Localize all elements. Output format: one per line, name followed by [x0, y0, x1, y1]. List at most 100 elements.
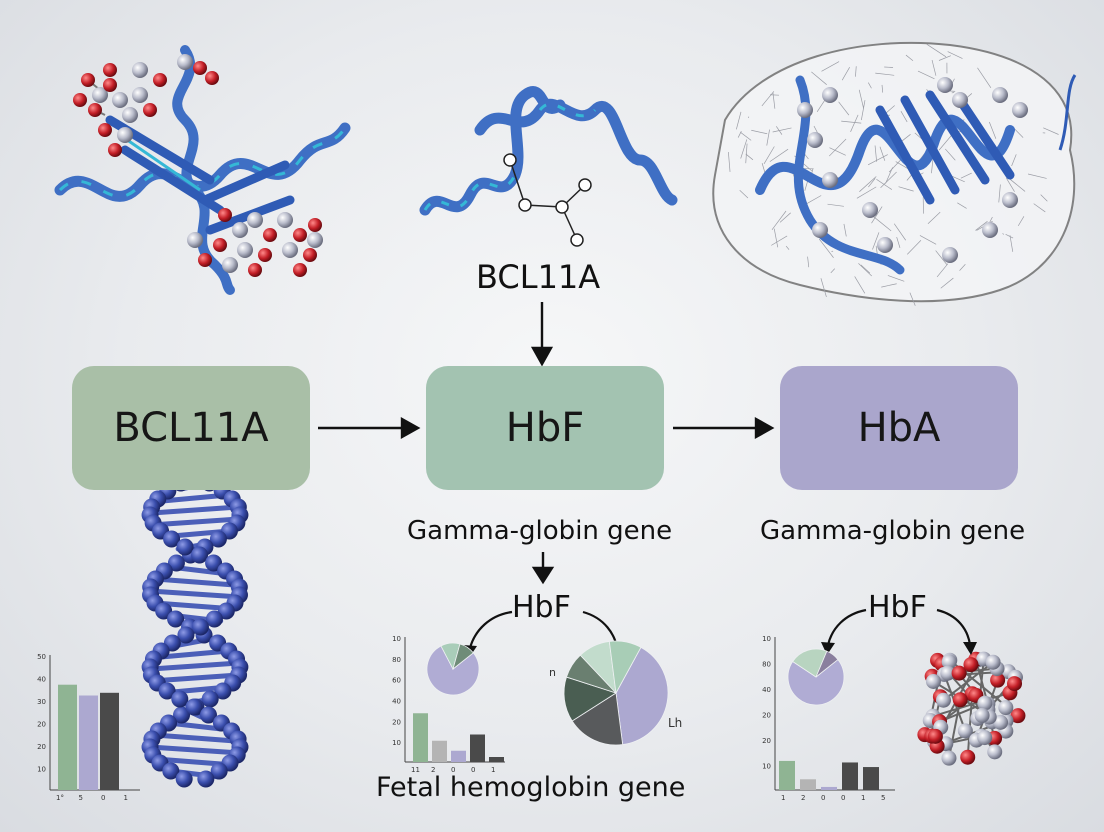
carbon-atom	[1002, 192, 1018, 208]
mesh-line	[739, 190, 749, 199]
mesh-line	[960, 172, 972, 179]
hbf-box: HbF	[426, 366, 664, 490]
bar	[432, 740, 447, 762]
oxygen-atom	[1007, 676, 1023, 692]
oxygen-atom	[218, 208, 232, 222]
pie-slice	[787, 659, 845, 706]
mesh-line	[919, 235, 937, 245]
x-tick-label: 1	[491, 766, 495, 774]
mesh-line	[909, 292, 916, 306]
pie-slice	[792, 648, 828, 678]
curved-arrow-right-left	[826, 608, 867, 646]
mesh-line	[843, 223, 847, 237]
mesh-line	[807, 256, 810, 268]
pie-chart-right-small	[787, 648, 845, 706]
dna-backbone-bead	[205, 554, 223, 572]
mesh-line	[959, 264, 966, 271]
mesh-line	[885, 167, 893, 184]
carbon-atom	[112, 92, 128, 108]
x-tick-label: 2	[801, 794, 805, 802]
dna-backbone-bead	[158, 682, 176, 700]
dna-base-pair	[147, 744, 243, 756]
carbon-atom	[957, 723, 973, 739]
y-tick-label: 40	[37, 676, 46, 684]
carbon-atom	[1012, 102, 1028, 118]
mesh-line	[867, 82, 872, 89]
y-tick-label: 10	[37, 766, 46, 774]
y-tick-label: 40	[762, 686, 771, 694]
carbon-atom	[282, 242, 298, 258]
mesh-line	[872, 215, 892, 232]
bar	[451, 750, 466, 762]
y-tick-label: 10	[762, 635, 771, 643]
mesh-line	[906, 239, 922, 255]
mesh-line	[867, 154, 888, 166]
curved-arrow-right-right	[936, 608, 972, 646]
mesh-line	[1005, 234, 1014, 239]
y-tick-label: 20	[762, 737, 771, 745]
carbon-atom	[992, 87, 1008, 103]
carbon-atom	[247, 212, 263, 228]
mesh-line	[858, 89, 864, 109]
dna-base-pair	[148, 660, 242, 672]
carbon-atom	[807, 132, 823, 148]
x-tick-label: 0	[821, 794, 825, 802]
carbon-atom	[937, 77, 953, 93]
carbon-atom	[941, 750, 957, 766]
mesh-line	[728, 152, 731, 172]
carbon-atom	[237, 242, 253, 258]
mesh-line	[898, 186, 914, 192]
mesh-line	[940, 277, 954, 289]
dna-backbone-bead	[162, 762, 180, 780]
carbon-atom	[862, 202, 878, 218]
mesh-line	[880, 171, 897, 189]
pie-slice	[615, 646, 669, 746]
oxygen-atom	[213, 238, 227, 252]
mesh-line	[820, 278, 827, 298]
oxygen-atom	[198, 253, 212, 267]
carbon-atom	[122, 107, 138, 123]
mesh-line	[1027, 173, 1047, 179]
mesh-line	[938, 55, 951, 61]
carbon-atom	[942, 247, 958, 263]
arrowhead-gene-to-hbf	[531, 566, 555, 585]
right-gene-label: Gamma-globin gene	[760, 516, 1026, 546]
dna-backbone-bead	[167, 554, 185, 572]
pie-slice	[815, 650, 839, 678]
dna-backbone-bead	[167, 610, 185, 628]
mesh-line	[811, 71, 827, 85]
mesh-line	[831, 250, 834, 253]
x-tick-label: 0	[471, 766, 475, 774]
dna-backbone-bead	[175, 770, 193, 788]
hba-box: HbA	[780, 366, 1018, 490]
mesh-line	[1017, 216, 1025, 227]
oxygen-atom	[143, 103, 157, 117]
mesh-line	[893, 223, 906, 241]
mesh-line	[977, 67, 992, 88]
dna-backbone-bead	[201, 690, 219, 708]
mesh-line	[772, 127, 792, 133]
mesh-line	[1043, 127, 1059, 135]
carbon-atom	[974, 707, 990, 723]
carbon-atom	[277, 212, 293, 228]
mesh-line	[1040, 194, 1048, 202]
mesh-line	[931, 158, 934, 174]
carbon-atom	[812, 222, 828, 238]
dna-backbone-bead	[171, 690, 189, 708]
pie-slice	[452, 643, 474, 671]
top-protein-label: BCL11A	[476, 258, 601, 296]
mesh-line	[935, 250, 948, 265]
mesh-line	[1005, 177, 1015, 192]
mesh-line	[763, 146, 775, 165]
oxygen-atom	[153, 73, 167, 87]
pie-chart-center-small	[426, 642, 480, 696]
center-hbf-label: HbF	[512, 590, 571, 625]
mesh-line	[998, 184, 1001, 203]
mesh-line	[879, 146, 886, 161]
dna-backbone-bead	[191, 618, 209, 636]
carbon-atom	[117, 127, 133, 143]
bar	[779, 760, 795, 790]
oxygen-atom	[103, 63, 117, 77]
x-tick-label: 1°	[56, 794, 64, 802]
mesh-line	[938, 133, 953, 151]
